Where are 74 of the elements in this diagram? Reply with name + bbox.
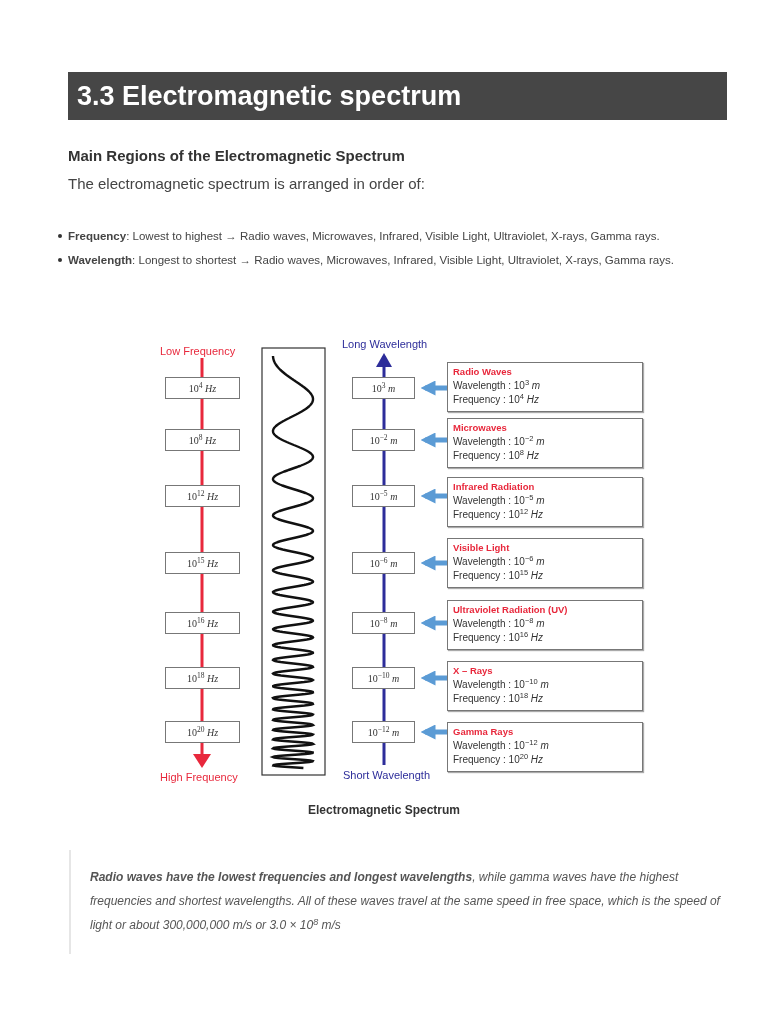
- value-text: 10$^{−5}$ m: [369, 488, 398, 504]
- value-text: 10$^{8}$ Hz: [188, 432, 217, 448]
- value-text: 10$^{−12}$ m: [367, 724, 400, 740]
- arrow: [420, 555, 447, 571]
- axis-label: High Frequency: [160, 770, 238, 785]
- property-text: Frequency : 10$^{16}$ Hz: [453, 631, 545, 645]
- frequency-box: [165, 377, 240, 399]
- value-text: 10$^{−10}$ m: [367, 670, 400, 686]
- info-box: [447, 362, 643, 412]
- wavelength-box: [352, 612, 415, 634]
- property-text: Frequency : 10$^{12}$ Hz: [453, 508, 545, 522]
- wavelength-box: [352, 377, 415, 399]
- axis-label: Low Frequency: [160, 344, 236, 359]
- info-box: [447, 661, 643, 711]
- region-name: Visible Light: [453, 541, 511, 555]
- frequency-box: [165, 721, 240, 743]
- value-text: 10$^{−6}$ m: [369, 555, 398, 571]
- title-banner: 3.3 Electromagnetic spectrum: [68, 72, 727, 120]
- property-text: Wavelength : 10$^{−6}$ m: [453, 555, 546, 569]
- property-text: Wavelength : 10$^{−12}$ m: [453, 739, 550, 753]
- value-text: 10$^{20}$ Hz: [186, 724, 219, 740]
- value-text: 10$^{4}$ Hz: [188, 380, 217, 396]
- wavelength-box: [352, 552, 415, 574]
- bullet-text: Frequency: Lowest to highest → Radio waves, Microwaves, Infrared, Visible Light, Ultraviolet, X-rays, Gamma rays.: [68, 229, 660, 244]
- frequency-box: [165, 552, 240, 574]
- frequency-box: [165, 485, 240, 507]
- frequency-box: [165, 667, 240, 689]
- wavelength-box: [352, 667, 415, 689]
- property-text: Wavelength : 10$^{−2}$ m: [453, 435, 546, 449]
- property-text: Frequency : 10$^{15}$ Hz: [453, 569, 545, 583]
- wavelength-box: [352, 485, 415, 507]
- property-text: Frequency : 10$^{18}$ Hz: [453, 692, 545, 706]
- region-name: Ultraviolet Radiation (UV): [453, 603, 569, 617]
- property-text: Frequency : 10$^{8}$ Hz: [453, 449, 540, 463]
- arrow: [420, 432, 447, 448]
- bullet-text: Wavelength: Longest to shortest → Radio waves, Microwaves, Infrared, Visible Light, Ultraviolet, X-rays, Gamma rays.: [68, 253, 674, 268]
- arrow: [420, 670, 447, 686]
- arrow: [420, 724, 447, 740]
- info-box: [447, 538, 643, 588]
- info-box: [447, 600, 643, 650]
- region-name: X – Rays: [453, 664, 494, 678]
- frequency-box: [165, 429, 240, 451]
- value-text: 10$^{18}$ Hz: [186, 670, 219, 686]
- wavelength-box: [352, 721, 415, 743]
- region-name: Microwaves: [453, 421, 508, 435]
- arrow: [420, 615, 447, 631]
- info-box: [447, 477, 643, 527]
- section-heading: Main Regions of the Electromagnetic Spectrum: [68, 146, 405, 166]
- property-text: Frequency : 10$^{20}$ Hz: [453, 753, 545, 767]
- wavelength-box: [352, 429, 415, 451]
- value-text: 10$^{3}$ m: [371, 380, 396, 396]
- figure-caption: Electromagnetic Spectrum: [306, 802, 461, 819]
- region-name: Gamma Rays: [453, 725, 515, 739]
- arrow: [420, 488, 447, 504]
- axis-label: Short Wavelength: [343, 768, 431, 783]
- info-box: [447, 722, 643, 772]
- property-text: Wavelength : 10$^{−5}$ m: [453, 494, 546, 508]
- value-text: 10$^{16}$ Hz: [186, 615, 219, 631]
- property-text: Wavelength : 10$^{−8}$ m: [453, 617, 546, 631]
- info-box: [447, 418, 643, 468]
- quote-paragraph: Radio waves have the lowest frequencies and longest wavelengths, while gamma waves have the highest frequencies and shortest wavelengths. All of these waves travel at the same speed in free space, which is the speed of light or about 300,000,000 m/s or 3.0 × 10$^{8}$ m/s: [90, 869, 722, 934]
- intro-text: The electromagnetic spectrum is arranged in order of:: [68, 174, 425, 194]
- arrow: [420, 380, 447, 396]
- value-text: 10$^{15}$ Hz: [186, 555, 219, 571]
- region-name: Radio Waves: [453, 365, 513, 379]
- region-name: Infrared Radiation: [453, 480, 536, 494]
- value-text: 10$^{12}$ Hz: [186, 488, 219, 504]
- frequency-box: [165, 612, 240, 634]
- property-text: Frequency : 10$^{4}$ Hz: [453, 393, 540, 407]
- axis-label: Long Wavelength: [342, 337, 428, 352]
- value-text: 10$^{−8}$ m: [369, 615, 398, 631]
- property-text: Wavelength : 10$^{3}$ m: [453, 379, 542, 393]
- property-text: Wavelength : 10$^{−10}$ m: [453, 678, 550, 692]
- value-text: 10$^{−2}$ m: [369, 432, 398, 448]
